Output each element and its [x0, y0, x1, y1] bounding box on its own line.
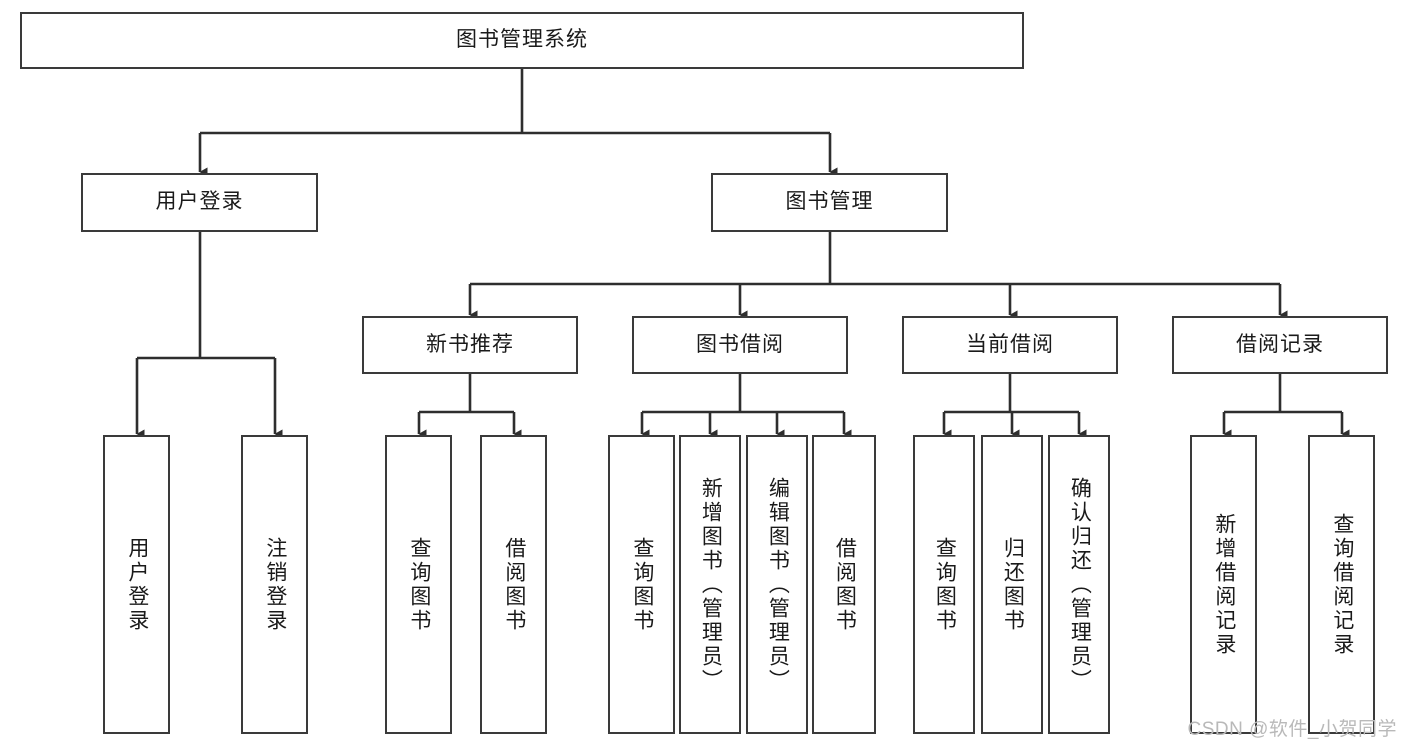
node-borrow-record[interactable]: 借阅记录 — [1172, 316, 1388, 374]
node-leaf-logout[interactable]: 注销登录 — [241, 435, 308, 734]
node-leaf-edit-book[interactable]: 编辑图书（管理员） — [746, 435, 808, 734]
node-label: 图书管理 — [785, 190, 874, 214]
node-new-book-recommend[interactable]: 新书推荐 — [362, 316, 578, 374]
node-current-borrow[interactable]: 当前借阅 — [902, 316, 1118, 374]
node-root[interactable]: 图书管理系统 — [20, 12, 1024, 69]
node-leaf-query-borrow-record[interactable]: 查询借阅记录 — [1308, 435, 1375, 734]
node-label: 借阅图书 — [502, 536, 526, 633]
node-label: 借阅图书 — [833, 536, 857, 633]
node-label: 确认归还（管理员） — [1068, 476, 1092, 693]
node-label: 新增图书（管理员） — [699, 476, 723, 693]
node-leaf-confirm-return[interactable]: 确认归还（管理员） — [1048, 435, 1110, 734]
node-label: 新书推荐 — [426, 332, 514, 356]
node-label: 编辑图书（管理员） — [766, 476, 790, 693]
node-leaf-query-book-3[interactable]: 查询图书 — [913, 435, 975, 734]
node-leaf-query-book-1[interactable]: 查询图书 — [385, 435, 452, 734]
node-label: 用户登录 — [155, 190, 244, 214]
node-label: 借阅记录 — [1236, 332, 1324, 356]
node-label: 新增借阅记录 — [1212, 512, 1236, 657]
node-book-borrow[interactable]: 图书借阅 — [632, 316, 848, 374]
node-label: 图书管理系统 — [456, 28, 588, 52]
node-user-login[interactable]: 用户登录 — [81, 173, 318, 232]
node-label: 用户登录 — [125, 536, 149, 633]
node-leaf-query-book-2[interactable]: 查询图书 — [608, 435, 675, 734]
node-label: 查询图书 — [933, 536, 957, 633]
node-leaf-add-book[interactable]: 新增图书（管理员） — [679, 435, 741, 734]
node-leaf-borrow-book-2[interactable]: 借阅图书 — [812, 435, 876, 734]
node-label: 查询图书 — [630, 536, 654, 633]
node-book-manage[interactable]: 图书管理 — [711, 173, 948, 232]
node-label: 注销登录 — [263, 536, 287, 633]
node-leaf-user-login[interactable]: 用户登录 — [103, 435, 170, 734]
node-leaf-add-borrow-record[interactable]: 新增借阅记录 — [1190, 435, 1257, 734]
watermark: CSDN @软件_小贺同学 — [1187, 719, 1397, 740]
node-label: 归还图书 — [1001, 536, 1025, 633]
node-label: 图书借阅 — [696, 332, 784, 356]
node-leaf-return-book[interactable]: 归还图书 — [981, 435, 1043, 734]
node-label: 当前借阅 — [966, 332, 1054, 356]
node-label: 查询借阅记录 — [1330, 512, 1354, 657]
node-leaf-borrow-book-1[interactable]: 借阅图书 — [480, 435, 547, 734]
node-label: 查询图书 — [407, 536, 431, 633]
